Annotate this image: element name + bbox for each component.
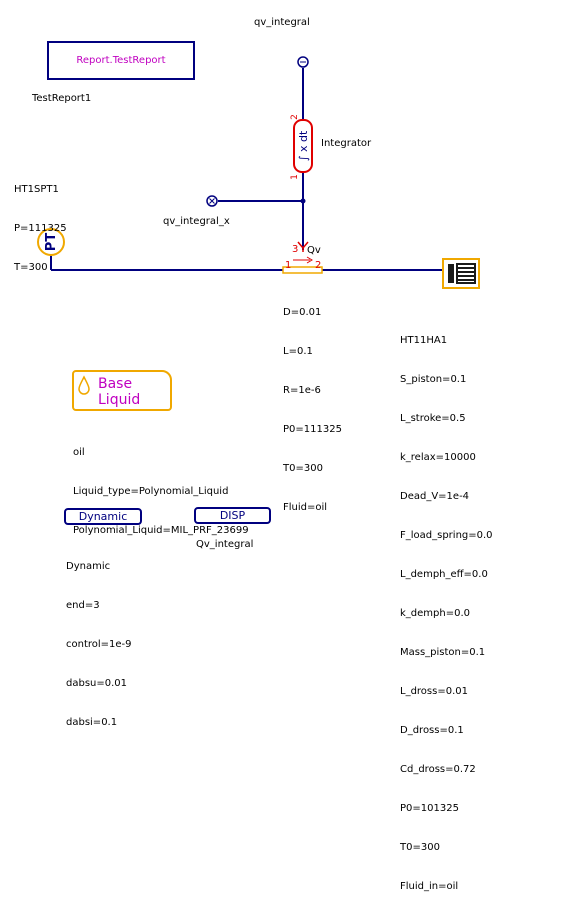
dynamic-button[interactable]: Dynamic [64,508,142,525]
input-port-cross [209,198,215,204]
sensor-pressure: P=111325 [14,223,67,234]
top-signal-label: qv_integral [254,17,310,28]
accumulator-param: S_piston=0.1 [400,374,467,385]
integrator-glyph: ∫ x dt [297,130,310,161]
base-liquid-param: oil [73,447,85,458]
report-block[interactable]: Report.TestReport [47,41,195,80]
base-liquid-param: Polynomial_Liquid=MIL_PRF_23699 [73,525,249,536]
accumulator-param: k_demph=0.0 [400,608,470,619]
dynamic-button-label: Dynamic [78,510,128,523]
accumulator-param: Fluid_in=oil [400,881,459,892]
integrator-port-in: 1 [290,174,300,180]
base-liquid-param: Liquid_type=Polynomial_Liquid [73,486,229,497]
report-instance-name: TestReport1 [32,93,92,104]
dynamic-param: Dynamic [66,561,111,572]
sensor-params: HT1SPT1 P=111325 T=300 [14,157,67,287]
qv-label: Qv [307,245,321,256]
accumulator-param: Mass_piston=0.1 [400,647,486,658]
pressure-sensor-glyph: PT [44,233,59,252]
accumulator-name: HT11HA1 [400,335,448,346]
disp-button-label: DISP [219,509,246,522]
liquid-drop-overlay [78,375,90,395]
accumulator-param: T0=300 [400,842,440,853]
accumulator-param: F_load_spring=0.0 [400,530,493,541]
qv-sensor-body[interactable] [282,266,323,274]
accumulator-param: k_relax=10000 [400,452,476,463]
sensor-temperature: T=300 [14,262,48,273]
dynamic-param: dabsu=0.01 [66,678,128,689]
qv-port-right: 2 [315,260,321,271]
base-liquid-block[interactable]: Base Liquid [72,370,172,411]
accumulator-param: D_dross=0.1 [400,725,464,736]
accumulator-param: L_stroke=0.5 [400,413,466,424]
accumulator-param: L_demph_eff=0.0 [400,569,488,580]
junction-dot [300,198,306,204]
base-liquid-params: oil Liquid_type=Polynomial_Liquid Polyno… [73,420,249,550]
base-liquid-title: Base Liquid [98,376,140,408]
sensor-name: HT1SPT1 [14,184,59,195]
qv-x-label: qv_integral_x [163,216,230,227]
disp-button[interactable]: DISP [194,507,271,524]
pipe-param: D=0.01 [283,307,322,318]
accumulator-piston-icon [448,264,454,283]
qv-port-left: 1 [285,260,291,271]
qv-arrow-icon [306,256,313,264]
pipe-param: L=0.1 [283,346,313,357]
base-liquid-line2: Liquid [98,392,141,408]
pipe-param: Fluid=oil [283,502,328,513]
accumulator-param: P0=101325 [400,803,459,814]
dynamic-param: end=3 [66,600,100,611]
dynamic-param: control=1e-9 [66,639,132,650]
accumulator-param: L_dross=0.01 [400,686,468,697]
qv-port-top: 3 [292,244,298,255]
dynamic-param: dabsi=0.1 [66,717,118,728]
liquid-drop-icon [78,375,90,395]
accumulator-params: HT11HA1 S_piston=0.1 L_stroke=0.5 k_rela… [400,308,493,906]
accumulator-spring-icon [456,263,476,284]
dynamic-params: Dynamic end=3 control=1e-9 dabsu=0.01 da… [66,534,132,742]
integrator-port-out: 2 [290,114,300,120]
pipe-param: T0=300 [283,463,323,474]
accumulator-param: Cd_dross=0.72 [400,764,476,775]
integrator-block[interactable] [293,119,313,173]
integrator-label: Integrator [321,138,372,149]
pipe-param: R=1e-6 [283,385,321,396]
pipe-params: D=0.01 L=0.1 R=1e-6 P0=111325 T0=300 Flu… [283,280,342,527]
accumulator-param: Dead_V=1e-4 [400,491,470,502]
diagram-canvas: ∫ x dt 2 1 3 Qv 1 2 PT [37,56,480,395]
pressure-sensor-icon[interactable] [37,228,65,256]
report-label: Report.TestReport [76,55,166,66]
base-liquid-line1: Base [98,376,133,392]
disp-label: Qv_integral [196,539,254,550]
pipe-param: P0=111325 [283,424,342,435]
